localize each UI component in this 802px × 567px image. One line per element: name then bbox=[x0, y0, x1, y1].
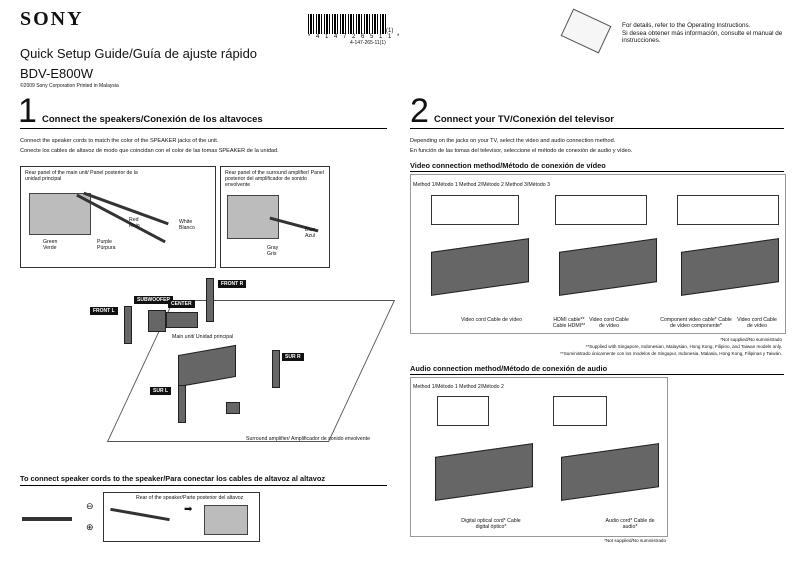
manual-disc-icon bbox=[560, 8, 612, 54]
tag-sur-l: SUR L bbox=[150, 387, 171, 395]
refer-es: Si desea obtener más información, consul… bbox=[622, 29, 783, 45]
step2-number: 2 bbox=[410, 92, 429, 130]
audio-heading: Audio connection method/Método de conexi… bbox=[410, 364, 608, 373]
barcode-suffix: (1) bbox=[386, 28, 394, 34]
video-heading: Video connection method/Método de conexi… bbox=[410, 161, 606, 170]
video-methods-label: Method 1/Método 1 Method 2/Método 2 Meth… bbox=[413, 182, 550, 188]
speaker-cord bbox=[110, 507, 170, 522]
video-rule bbox=[410, 171, 784, 172]
tag-center: CENTER bbox=[168, 300, 195, 308]
note-hdmi-supplied-es: **Suministrado únicamente con los modelo… bbox=[560, 351, 782, 356]
speaker-terminals bbox=[204, 505, 248, 535]
tv-jack-component bbox=[677, 195, 779, 225]
refer-note: For details, refer to the Operating Inst… bbox=[622, 22, 797, 45]
copyright: ©2009 Sony Corporation Printed in Malays… bbox=[20, 83, 119, 89]
audio-methods-label: Method 1/Método 1 Method 2/Método 2 bbox=[413, 384, 504, 390]
unit-rear-2 bbox=[559, 238, 657, 296]
step2-line1: Depending on the jacks on your TV, selec… bbox=[410, 138, 616, 144]
label-digital-optical: Digital optical cord* Cable digital ópti… bbox=[461, 518, 521, 530]
label-audio-cord: Audio cord* Cable de audio* bbox=[605, 518, 655, 530]
unit-rear-1 bbox=[431, 238, 529, 296]
rear-main-panel-diagram: Rear panel of the main unit/ Panel poste… bbox=[20, 166, 216, 268]
tv-jack-audio bbox=[553, 396, 607, 426]
audio-rule bbox=[410, 374, 784, 375]
step1-line2: Conecte los cables de altavoz de modo qu… bbox=[20, 148, 279, 154]
unit-rear-3 bbox=[681, 238, 779, 296]
unit-rear-audio-2 bbox=[561, 443, 659, 501]
label-component-cable: Component video cable* Cable de vídeo co… bbox=[660, 317, 732, 329]
step1-line1: Connect the speaker cords to match the c… bbox=[20, 138, 219, 144]
tv-jack-optical bbox=[437, 396, 489, 426]
plus-icon: ⊕ bbox=[86, 522, 94, 532]
barcode-digits: * 4 1 4 7 2 6 5 1 1 * bbox=[308, 34, 402, 40]
rear-main-label: Rear panel of the main unit/ Panel poste… bbox=[25, 170, 138, 182]
cords-heading: To connect speaker cords to the speaker/… bbox=[20, 474, 326, 483]
brand-logo: SONY bbox=[20, 8, 84, 30]
refer-en: For details, refer to the Operating Inst… bbox=[622, 22, 751, 29]
rear-speaker-label: Rear of the speaker/Parte posterior del … bbox=[136, 495, 244, 501]
surround-amplifier bbox=[226, 402, 240, 414]
main-unit-label: Main unit/ Unidad principal bbox=[172, 334, 234, 340]
center-speaker bbox=[166, 312, 198, 328]
video-methods-panel: Method 1/Método 1 Method 2/Método 2 Meth… bbox=[410, 174, 786, 334]
rear-amp-label: Rear panel of the surround amplifier/ Pa… bbox=[225, 170, 324, 188]
label-video-cord-3: Video cord Cable de vídeo bbox=[737, 317, 777, 329]
front-l-speaker bbox=[124, 306, 132, 344]
arrow-right-icon: ➡ bbox=[184, 504, 193, 515]
tag-subwoofer: SUBWOOFER bbox=[134, 296, 174, 304]
label-video-cord-2: Video cord Cable de vídeo bbox=[589, 317, 629, 329]
surround-amp-label: Surround amplifier/ Amplificador de soni… bbox=[246, 436, 370, 442]
audio-methods-panel: Method 1/Método 1 Method 2/Método 2 Digi… bbox=[410, 377, 668, 537]
step1-number: 1 bbox=[18, 92, 37, 130]
minus-icon: ⊖ bbox=[86, 501, 94, 511]
step2-line2: En función de las tomas del televisor, s… bbox=[410, 148, 633, 154]
note-not-supplied: *Not supplied/No suministrado bbox=[720, 337, 782, 342]
unit-rear-audio-1 bbox=[435, 443, 533, 501]
step2-heading: Connect your TV/Conexión del televisor bbox=[434, 114, 615, 125]
model-number: BDV-E800W bbox=[20, 66, 93, 81]
rear-amp-panel-diagram: Rear panel of the surround amplifier/ Pa… bbox=[220, 166, 330, 268]
step1-rule bbox=[20, 128, 387, 129]
tag-front-r: FRONT R bbox=[218, 280, 247, 288]
label-video-cord-1: Video cord Cable de vídeo bbox=[461, 317, 523, 323]
tv-jack-hdmi bbox=[555, 195, 647, 225]
tv-jack-video bbox=[431, 195, 519, 225]
step2-rule bbox=[410, 128, 784, 129]
barcode bbox=[308, 14, 388, 34]
tag-sur-r: SUR R bbox=[282, 353, 304, 361]
cords-rule bbox=[20, 485, 387, 486]
part-number: 4-147-265-11(1) bbox=[350, 40, 386, 46]
step1-heading: Connect the speakers/Conexión de los alt… bbox=[42, 114, 263, 125]
note-hdmi-supplied: **Supplied with Singapore, Indonesian, M… bbox=[585, 344, 782, 349]
main-unit-jacks bbox=[29, 193, 91, 235]
sur-r-speaker bbox=[272, 350, 280, 388]
label-hdmi-cable: HDMI cable** Cable HDMI** bbox=[552, 317, 586, 329]
speaker-rear-diagram: Rear of the speaker/Parte posterior del … bbox=[103, 492, 260, 542]
page-title: Quick Setup Guide/Guía de ajuste rápido bbox=[20, 46, 258, 61]
sur-l-speaker bbox=[178, 385, 186, 423]
note-audio-not-supplied: *Not supplied/No suministrado bbox=[604, 538, 666, 543]
front-r-speaker bbox=[206, 278, 214, 322]
speaker-plug bbox=[22, 517, 72, 521]
subwoofer bbox=[148, 310, 166, 332]
tag-front-l: FRONT L bbox=[90, 307, 118, 315]
